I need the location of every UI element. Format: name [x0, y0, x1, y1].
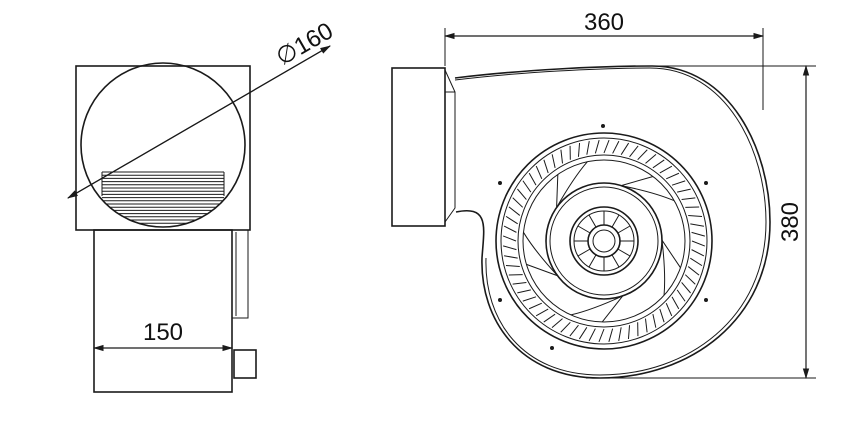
diameter-label: ∅160 [272, 17, 338, 71]
depth-label: 150 [143, 319, 183, 346]
motor-hub-outer [546, 183, 662, 299]
impeller-blade-ring [503, 140, 705, 342]
motor-body [94, 230, 232, 392]
impeller-outer-ring [496, 133, 712, 349]
front-view: 360 380 [392, 9, 816, 378]
outlet-flange [392, 68, 445, 226]
mount-bolts [498, 124, 708, 350]
outlet-neck [445, 70, 455, 222]
mount-bracket [232, 230, 248, 318]
volute-housing [455, 66, 770, 378]
inlet-circle [81, 63, 245, 227]
side-view: ∅160 150 [68, 17, 338, 392]
terminal-box [234, 350, 256, 378]
width-label: 360 [584, 9, 624, 36]
height-label: 380 [777, 202, 804, 242]
